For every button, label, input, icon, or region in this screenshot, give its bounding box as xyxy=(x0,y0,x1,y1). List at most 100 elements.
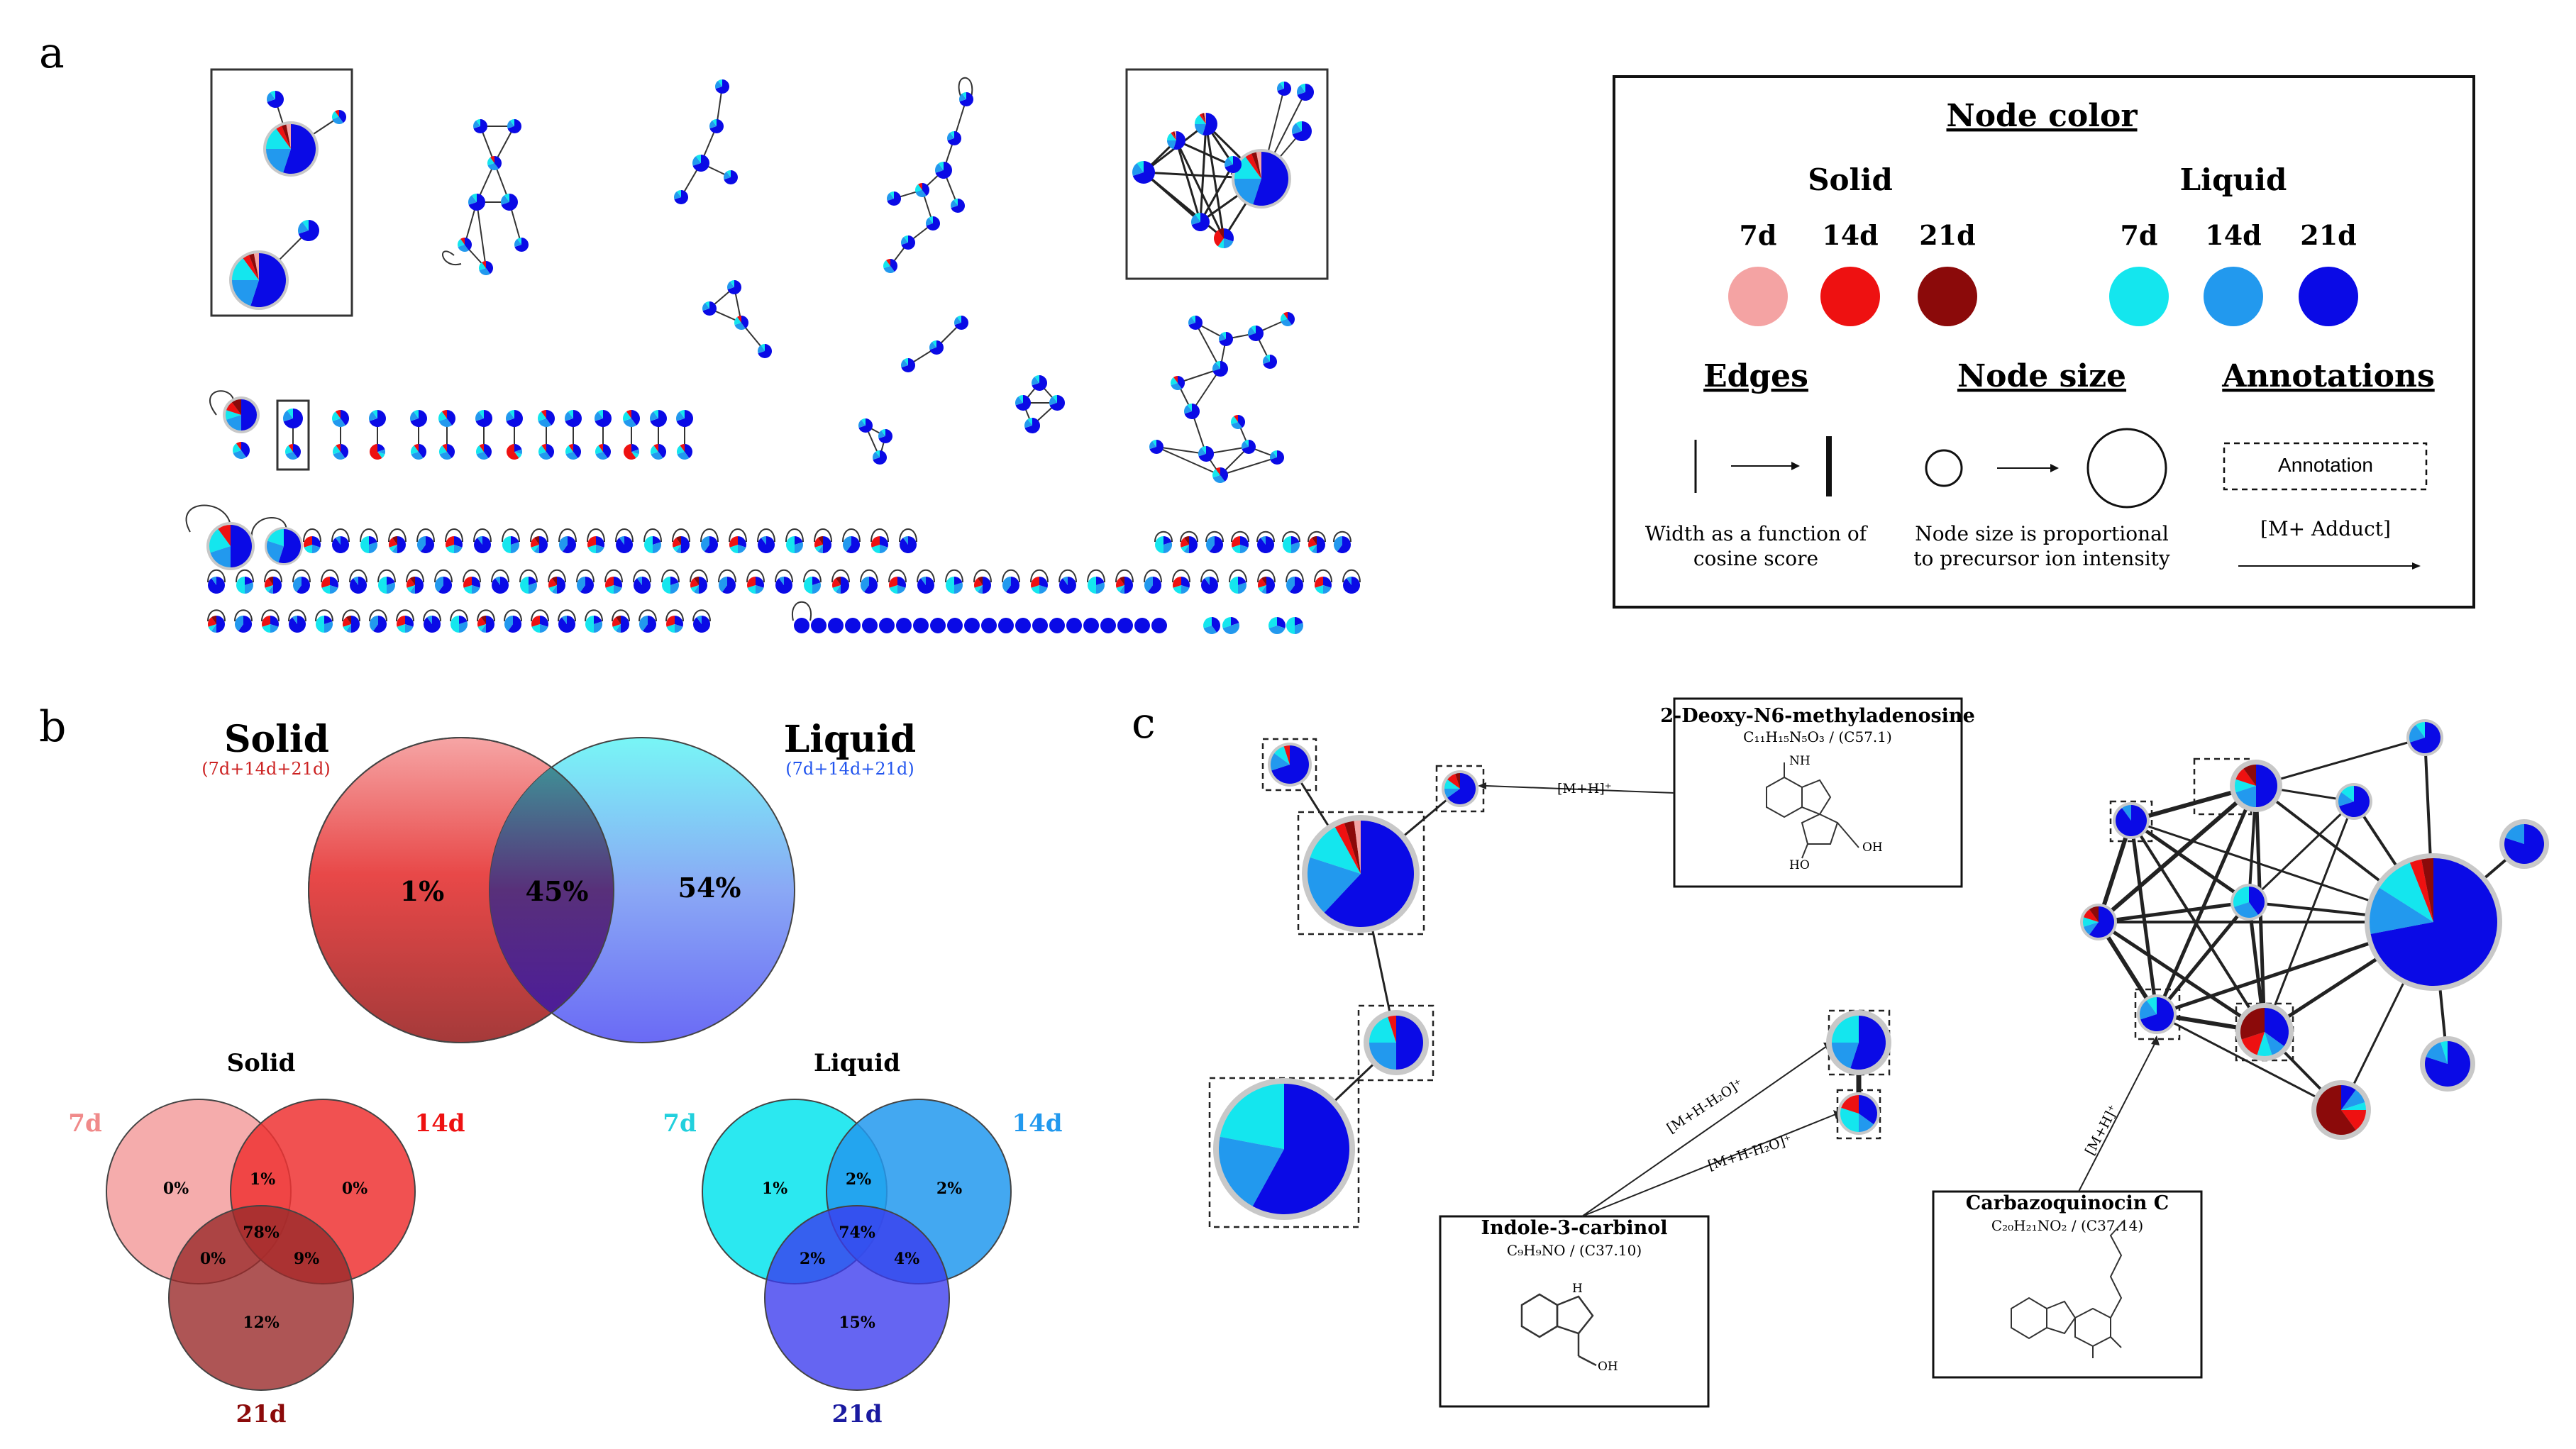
network-node xyxy=(332,110,346,124)
pair-node-bottom xyxy=(476,444,492,460)
pair-node-top-slice xyxy=(410,410,427,427)
network-node-slice xyxy=(285,445,293,455)
network-node-slice xyxy=(1015,396,1023,406)
chain-node-slice xyxy=(392,545,397,553)
network-node-slice xyxy=(1214,230,1224,247)
panel-b-label: b xyxy=(39,702,66,752)
network-node-slice xyxy=(954,316,968,330)
chain-node xyxy=(917,577,935,594)
chain-node-slice xyxy=(639,616,648,631)
self-loop xyxy=(633,569,651,583)
network-node-slice xyxy=(674,190,688,204)
venn-solid-21d-circle xyxy=(168,1205,354,1391)
chain-node-slice xyxy=(699,577,707,594)
network-node-slice xyxy=(1171,383,1182,390)
network-node-slice xyxy=(1202,113,1206,124)
chain-node-slice xyxy=(812,577,821,585)
venn-liquid-14d-label: 14d xyxy=(1012,1109,1062,1138)
chain-node-slice xyxy=(1291,536,1300,545)
swatch-solid-7d xyxy=(1728,267,1788,326)
legend-solid-21d: 21d xyxy=(1919,219,1975,251)
network-node-slice xyxy=(1149,440,1156,450)
network-node xyxy=(501,194,519,211)
network-node-slice xyxy=(266,149,291,173)
network-node-slice xyxy=(709,119,724,134)
chain-node xyxy=(1181,536,1198,553)
pair-node-bottom-slice xyxy=(377,449,385,455)
adduct-arrow-head xyxy=(2412,562,2421,570)
chain-node-slice xyxy=(262,624,270,633)
chain-node-blue xyxy=(794,618,809,633)
chain-node xyxy=(208,577,226,594)
chain-node-slice xyxy=(304,545,312,553)
chain-node xyxy=(303,536,321,553)
pair-node-top xyxy=(410,410,427,427)
chain-node xyxy=(548,577,565,594)
self-loop xyxy=(369,609,387,622)
chain-node-slice xyxy=(558,616,576,633)
chain-node-slice xyxy=(372,616,387,633)
chain-node xyxy=(634,577,651,594)
network-node xyxy=(1214,228,1234,249)
network-node-slice xyxy=(1227,156,1233,165)
network-node-slice xyxy=(1204,113,1206,124)
chain-node-slice xyxy=(1119,577,1124,585)
network-node xyxy=(714,79,730,94)
chain-node-blue xyxy=(845,618,861,633)
chain-node-slice xyxy=(1116,578,1124,588)
network-node-slice xyxy=(702,301,717,316)
chain-node-slice xyxy=(477,617,486,627)
chain-node-slice xyxy=(835,577,841,585)
self-loop xyxy=(692,609,711,622)
network-node-slice xyxy=(1225,156,1242,173)
network-node-slice xyxy=(1212,475,1225,483)
annotated-node xyxy=(1837,1092,1880,1135)
size-desc-line1: Node size is proportional xyxy=(1915,522,2169,545)
network-node-slice xyxy=(1195,213,1200,222)
pair-node-bottom-slice xyxy=(538,445,546,455)
chain-node-blue-slice xyxy=(1100,618,1116,633)
network-node-slice xyxy=(947,131,961,145)
compound2-formula: C₉H₉NO / (C37.10) xyxy=(1507,1242,1642,1259)
chain-node-slice xyxy=(459,621,468,633)
venn-main-overlap xyxy=(490,738,614,1043)
network-node-slice xyxy=(286,124,291,149)
annotated-node-slice xyxy=(1344,821,1361,874)
chain-node xyxy=(531,536,548,553)
self-loop xyxy=(899,528,917,543)
annotated-node-slice xyxy=(1859,1114,1874,1132)
network-node xyxy=(458,238,472,252)
pair-node-top-slice xyxy=(438,411,447,421)
network-node-slice xyxy=(226,415,241,431)
annotated-node-slice xyxy=(1274,746,1290,765)
pair-node-bottom-slice xyxy=(479,444,484,452)
network-node xyxy=(883,259,897,273)
pair-node-bottom-slice xyxy=(546,444,554,458)
venn-solid-title: Solid xyxy=(227,1049,296,1077)
network-node-slice xyxy=(276,126,291,149)
chain-node-slice xyxy=(594,616,602,624)
chain-node-slice xyxy=(846,536,860,553)
pair-node-bottom-slice xyxy=(476,445,484,455)
chain-node-slice xyxy=(1268,617,1277,628)
chain-node xyxy=(1002,577,1019,594)
chain-node-slice xyxy=(722,577,736,594)
network-node xyxy=(1296,84,1315,101)
pair-node-top-slice xyxy=(372,410,377,418)
chain-node xyxy=(700,536,718,553)
network-node xyxy=(1248,326,1264,341)
right-cluster-node-slice xyxy=(2341,1110,2366,1131)
chain-node xyxy=(520,577,537,594)
network-node-slice xyxy=(293,444,302,458)
chain-node xyxy=(235,615,253,633)
chain-node-slice xyxy=(1124,577,1133,594)
small-node-sample xyxy=(1925,449,1963,487)
network-node-slice xyxy=(1201,446,1206,454)
chain-node xyxy=(1229,577,1247,594)
pair-node-bottom xyxy=(507,444,522,460)
compound3-structure xyxy=(2011,1219,2126,1358)
chain-node-slice xyxy=(1005,577,1019,594)
right-cluster-node-slice xyxy=(2140,997,2174,1031)
network-node xyxy=(935,162,952,179)
